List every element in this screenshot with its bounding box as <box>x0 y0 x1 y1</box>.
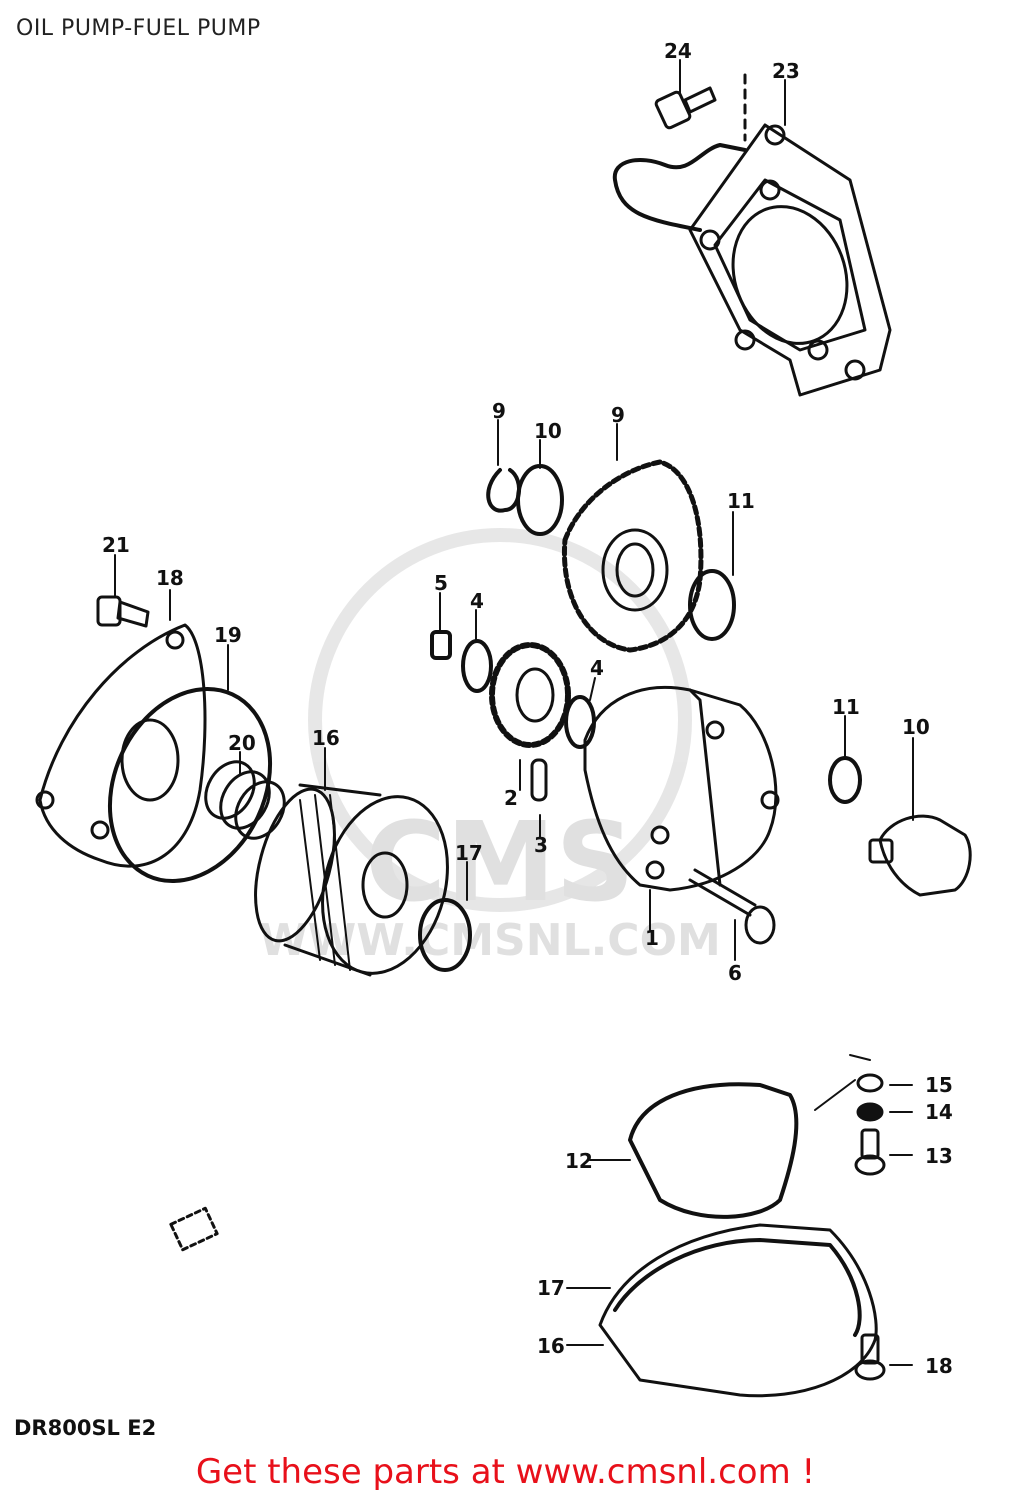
callout-5: 5 <box>434 571 448 595</box>
callout-25: 23 <box>772 59 800 83</box>
callout-11: 11 <box>832 695 860 719</box>
callout-3: 3 <box>534 833 548 857</box>
washer-9-right <box>688 569 736 641</box>
callout-22: 19 <box>214 623 242 647</box>
o-ring-20 <box>418 898 472 972</box>
callout-12: 12 <box>565 1149 593 1173</box>
callout-16: 16 <box>537 1334 565 1358</box>
callout-17: 17 <box>537 1276 565 1300</box>
watermark-logo-text: CMS <box>365 798 634 926</box>
bolt-24 <box>96 595 150 628</box>
o-ring-11 <box>828 756 862 804</box>
footer-parts-link[interactable]: Get these parts at www.cmsnl.com ! <box>195 1452 816 1492</box>
watermark-site-text: WWW.CMSNL.COM <box>259 915 721 966</box>
callout-21: 18 <box>156 566 184 590</box>
callout-2: 2 <box>504 786 518 810</box>
dowel-3 <box>530 758 548 802</box>
callout-9-right: 11 <box>727 489 755 513</box>
callout-10: 10 <box>902 715 930 739</box>
washer-4-left <box>461 639 493 693</box>
callout-24: 21 <box>102 533 130 557</box>
callout-4-left: 4 <box>470 589 484 613</box>
callout-6: 6 <box>728 961 742 985</box>
callout-20: 17 <box>455 841 483 865</box>
bolt-18 <box>854 1333 886 1381</box>
model-code: DR800SL E2 <box>14 1416 157 1440</box>
callout-7: 9 <box>611 403 625 427</box>
loose-bracket <box>169 1206 219 1252</box>
bolt-26 <box>654 73 747 142</box>
callout-4-right: 4 <box>590 656 604 680</box>
callout-14: 14 <box>925 1100 953 1124</box>
page-title: OIL PUMP-FUEL PUMP <box>16 16 261 41</box>
spring-23 <box>204 760 286 840</box>
watermark: CMS WWW.CMSNL.COM <box>259 528 721 966</box>
callout-1: 1 <box>645 926 659 950</box>
circlip-8 <box>486 468 521 513</box>
part-callouts: 24 23 9 10 9 11 21 18 5 4 19 4 11 10 16 … <box>102 39 953 1378</box>
callout-13: 13 <box>925 1144 953 1168</box>
drive-gear-2 <box>489 642 571 748</box>
pin-5 <box>430 630 452 660</box>
leader-lines <box>114 59 914 1366</box>
gasket-12 <box>628 1082 799 1219</box>
screw-6 <box>688 868 776 945</box>
callout-15: 15 <box>925 1073 953 1097</box>
strainer-cover-16 <box>598 1223 878 1398</box>
oil-filter-cap-21 <box>35 623 207 868</box>
callout-18: 18 <box>925 1354 953 1378</box>
callout-23: 20 <box>228 731 256 755</box>
oil-filter-19 <box>254 783 449 977</box>
driven-gear-7 <box>561 459 704 653</box>
gasket-17 <box>613 1238 862 1337</box>
washer-9-left <box>516 464 564 536</box>
fuel-pump-assembly <box>612 123 892 397</box>
oil-pump-body <box>583 685 780 892</box>
o-ring-22 <box>107 686 273 884</box>
callout-26: 24 <box>664 39 692 63</box>
callout-19: 16 <box>312 726 340 750</box>
callout-9-left: 10 <box>534 419 562 443</box>
callout-8: 9 <box>492 399 506 423</box>
oil-pressure-switch-10 <box>868 814 972 897</box>
fasteners-13-15 <box>854 1073 886 1176</box>
